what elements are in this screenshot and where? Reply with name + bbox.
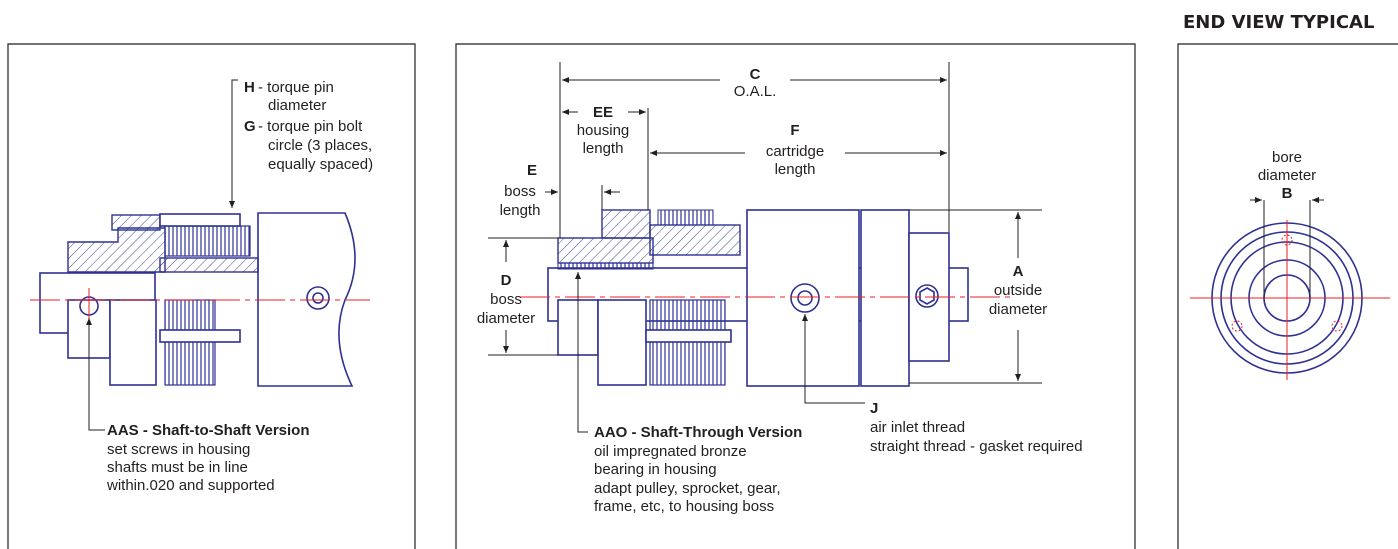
dim-ee-text-2: length (583, 140, 624, 157)
left-hub-lower-2 (109, 299, 157, 386)
left-bearing-strip (159, 257, 259, 273)
cartridge-collar (860, 209, 910, 387)
dim-f-text-1: cartridge (766, 143, 824, 160)
dim-a-text-1: outside (994, 282, 1042, 299)
end-view-title: END VIEW TYPICAL (1183, 12, 1374, 33)
housing-lower (597, 299, 647, 386)
bronze-bearing-strip (557, 262, 654, 270)
dim-g-text-1: - torque pin bolt (258, 118, 363, 135)
dim-g-text-2: circle (3 places, (268, 137, 372, 154)
dim-b-text-2: diameter (1258, 167, 1316, 184)
aas-line-1: set screws in housing (107, 441, 250, 458)
left-pin-upper (159, 213, 241, 227)
dim-g-text-3: equally spaced) (268, 156, 373, 173)
disc-pack-top (657, 209, 714, 226)
dim-c-letter: C (750, 66, 761, 83)
dim-ee-letter: EE (593, 104, 613, 121)
dim-j-text-1: air inlet thread (870, 419, 965, 436)
air-inlet-j-inner (797, 290, 813, 306)
middle-panel-frame (455, 43, 1136, 549)
dim-f-text-2: length (775, 161, 816, 178)
bearing-hatched (649, 224, 741, 256)
cartridge-body (746, 209, 860, 387)
aao-line-2: bearing in housing (594, 461, 717, 478)
aas-version-title: AAS - Shaft-to-Shaft Version (107, 422, 310, 439)
left-panel-frame (7, 43, 416, 549)
left-housing-hatched (67, 227, 166, 273)
aao-leader (575, 272, 588, 433)
set-screw-circle (915, 284, 939, 308)
dim-a-letter: A (1013, 263, 1024, 280)
dim-e-letter: E (527, 162, 537, 179)
aao-line-3: adapt pulley, sprocket, gear, (594, 480, 781, 497)
left-air-inlet-inner (312, 292, 324, 304)
h-leader (229, 79, 238, 208)
dim-e-text-1: boss (504, 183, 536, 200)
dim-g-letter: G (244, 118, 256, 135)
aao-version-title: AAO - Shaft-Through Version (594, 424, 802, 441)
end-view-pin-top (1281, 234, 1293, 246)
dim-f-letter: F (790, 122, 799, 139)
left-panel-shaft-to-shaft: H - torque pin diameter G - torque pin b… (7, 43, 416, 549)
dim-c-text: O.A.L. (734, 83, 777, 100)
left-disc-pack-upper (164, 225, 251, 257)
dim-d-text-2: diameter (477, 310, 535, 327)
housing-cap-hatched (601, 209, 651, 239)
dim-b-text-1: bore (1272, 149, 1302, 166)
dim-d-letter: D (501, 272, 512, 289)
left-air-inlet (306, 286, 330, 310)
middle-panel-shaft-through: C O.A.L. EE housing length F cartridge l… (455, 43, 1136, 549)
right-panel-frame (1177, 43, 1398, 549)
torque-pin-lower (645, 329, 732, 343)
end-view-pin-right (1331, 320, 1343, 332)
aao-line-1: oil impregnated bronze (594, 443, 747, 460)
aao-line-4: frame, etc, to housing boss (594, 498, 774, 515)
end-view-pin-left (1231, 320, 1243, 332)
dim-h-text-2: diameter (268, 97, 326, 114)
left-housing-cap (111, 214, 161, 231)
dim-h-letter: H (244, 79, 255, 96)
dim-h-text-1: - torque pin (258, 79, 334, 96)
right-panel-end-view: bore diameter B (1177, 43, 1398, 549)
air-inlet-j (790, 283, 820, 313)
set-screw-hex (919, 287, 935, 305)
dim-j-letter: J (870, 400, 878, 417)
dim-j-text-2: straight thread - gasket required (870, 438, 1083, 455)
dim-d-text-1: boss (490, 291, 522, 308)
aas-line-3: within.020 and supported (106, 477, 275, 494)
aas-leader (86, 318, 105, 431)
j-leader (802, 314, 865, 404)
aas-line-2: shafts must be in line (107, 459, 248, 476)
dim-ee-text-1: housing (577, 122, 630, 139)
boss-hatched (557, 237, 654, 264)
dim-e-text-2: length (500, 202, 541, 219)
dim-a-text-2: diameter (989, 301, 1047, 318)
left-pin-lower (159, 329, 241, 343)
dim-b-letter: B (1282, 185, 1293, 202)
